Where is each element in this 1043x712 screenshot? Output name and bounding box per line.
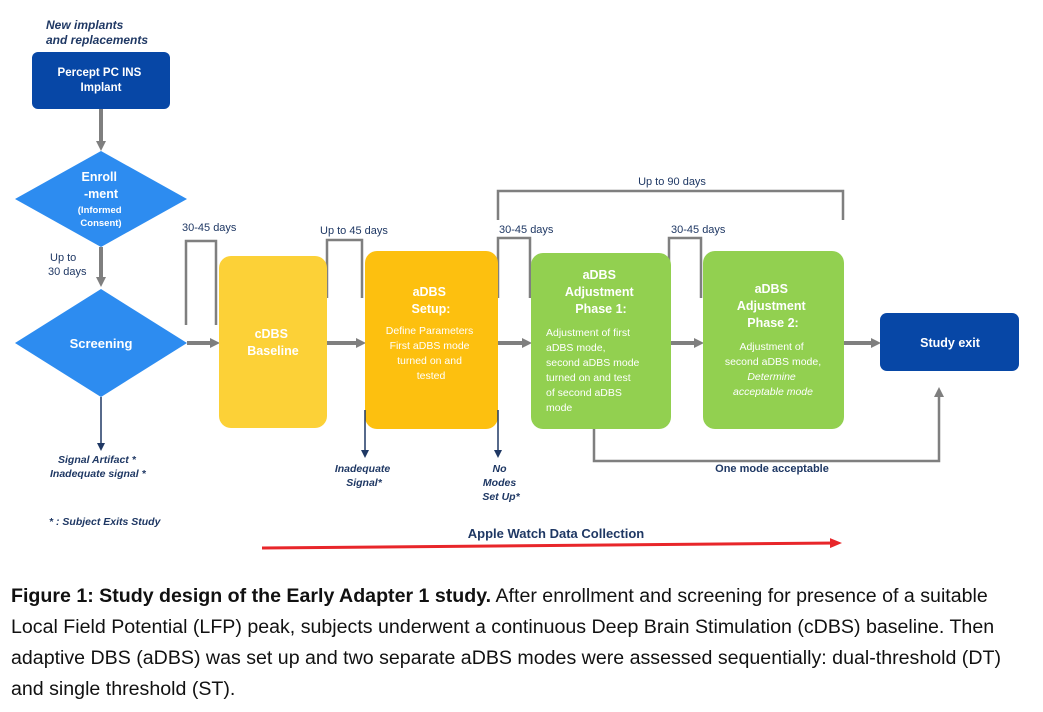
svg-text:Enroll -ment: Enroll -ment	[82, 170, 121, 201]
svg-text:Study exit: Study exit	[920, 336, 981, 350]
study-exit-node: Study exit	[880, 313, 1019, 371]
cdbs-exit-label: Inadequate Signal*	[335, 463, 393, 489]
svg-text:cDBS Baseline: cDBS Baseline	[247, 327, 298, 358]
bracket-30-45-days-b	[496, 236, 532, 298]
enrollment-node: Enroll -ment (Informed Consent)	[15, 151, 187, 247]
svg-text:Adjustment of first aDBS: Adjustment of first aDBS mode, second aD…	[546, 327, 642, 414]
one-mode-acceptable-path	[592, 387, 944, 463]
bracket-30-45-days-c	[667, 236, 703, 298]
svg-text:Percept PC INS Implant: Percept PC INS Implant	[58, 67, 145, 94]
adbs-phase2-node: aDBS Adjustment Phase 2: Adjustment of s…	[703, 251, 844, 429]
bracket-up-to-90-days	[496, 189, 845, 220]
svg-text:Define Parameters First: Define Parameters First aDBS mode turned…	[386, 325, 476, 382]
screening-node: Screening	[15, 289, 187, 397]
implant-node: Percept PC INS Implant	[32, 52, 170, 109]
caption-bold: Figure 1: Study design of the Early Adap…	[11, 585, 492, 607]
apple-watch-arrow	[261, 538, 842, 550]
svg-text:Screening: Screening	[70, 336, 133, 351]
svg-text:aDBS Setup:: aDBS Setup:	[412, 285, 451, 316]
svg-text:Determine acceptable mod: Determine acceptable mode	[733, 371, 813, 398]
screening-exit-label: Signal Artifact * Inadequate signal *	[50, 454, 147, 480]
new-implants-label: New implants and replacements	[46, 18, 148, 47]
caption-text: After enrollment and screening for prese…	[11, 585, 1001, 700]
up-to-30-days-label: Up to 30 days	[48, 252, 87, 278]
svg-text:(Informed Consent): (Informed Consent)	[78, 205, 124, 229]
bracket-up-to-45-days	[325, 238, 364, 298]
cdbs-baseline-node: cDBS Baseline	[219, 256, 327, 428]
duration-up-to-90-days: Up to 90 days	[638, 176, 706, 188]
duration-30-45-days-b: 30-45 days	[499, 224, 554, 236]
apple-watch-label: Apple Watch Data Collection	[468, 526, 645, 541]
duration-up-to-45-days: Up to 45 days	[320, 225, 388, 237]
one-mode-acceptable-label: One mode acceptable	[715, 463, 829, 475]
adbs-phase1-node: aDBS Adjustment Phase 1: Adjustment of f…	[531, 253, 671, 429]
duration-30-45-days-c: 30-45 days	[671, 224, 726, 236]
duration-30-45-days-a: 30-45 days	[182, 222, 237, 234]
footnote: * : Subject Exits Study	[49, 516, 162, 528]
setup-exit-label: No Modes Set Up*	[482, 463, 520, 503]
figure-caption: Figure 1: Study design of the Early Adap…	[11, 581, 1036, 705]
study-design-diagram: New implants and replacements Percept PC…	[15, 18, 1019, 550]
svg-text:aDBS Adjustment Ph: aDBS Adjustment Phase 2:	[737, 282, 809, 330]
svg-text:Adjustment of second aDB: Adjustment of second aDBS mode,	[725, 341, 821, 368]
adbs-setup-node: aDBS Setup: Define Parameters First aDBS…	[365, 251, 498, 429]
bracket-30-45-days-a	[184, 239, 218, 325]
svg-text:aDBS Adjustment Ph: aDBS Adjustment Phase 1:	[565, 268, 637, 316]
